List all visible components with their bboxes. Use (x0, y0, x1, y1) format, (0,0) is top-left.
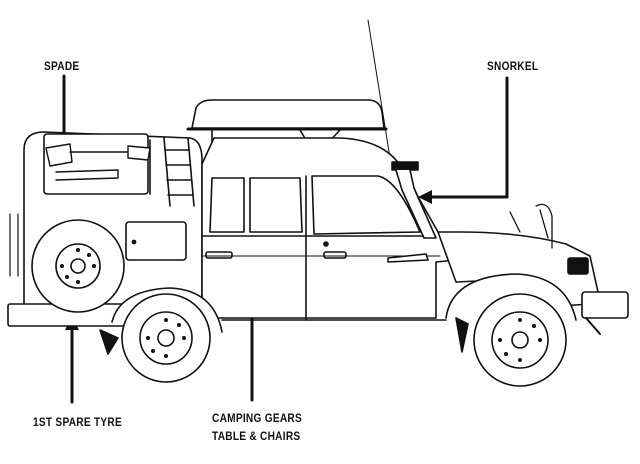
ladder (163, 137, 195, 207)
rear-window (209, 177, 245, 233)
antenna (367, 19, 391, 159)
rear-door-window (249, 177, 303, 233)
camping-label-line-2: TABLE & CHAIRS (212, 431, 301, 443)
rear-wheel (99, 293, 211, 383)
front-wheel (455, 293, 567, 387)
cabin (201, 137, 457, 321)
side-hatch (125, 221, 187, 261)
snorkel-pipe (391, 161, 437, 239)
snorkel-arrowhead (418, 190, 432, 204)
camping-gear-callout-label: CAMPING GEARS TABLE & CHAIRS (212, 410, 302, 446)
camping-label-line-1: CAMPING GEARS (212, 413, 303, 425)
spade-callout-label: SPADE (44, 61, 80, 73)
spare-tyre (31, 219, 125, 313)
snorkel-leader-line (430, 76, 509, 199)
spade-tool (45, 143, 151, 181)
spare-tyre-callout-label: 1ST SPARE TYRE (33, 417, 122, 429)
front-door-window (311, 175, 421, 235)
headlight (567, 257, 589, 275)
snorkel-callout-label: SNORKEL (487, 61, 539, 73)
front-bumper (581, 291, 629, 319)
